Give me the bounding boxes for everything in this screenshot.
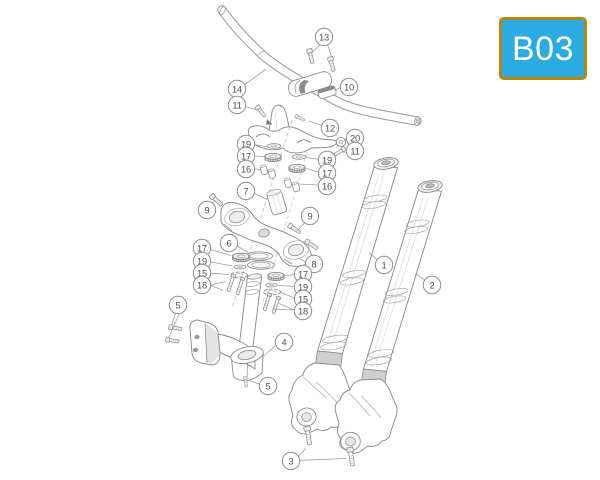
clamp-pinch-bolt (164, 336, 180, 345)
callout-11-left[interactable]: 11 (227, 95, 258, 115)
rubber-bushing-drawing (266, 188, 288, 216)
svg-text:19: 19 (322, 155, 332, 165)
top-triple-clamp-drawing (208, 192, 320, 267)
svg-text:9: 9 (205, 205, 210, 215)
clamp-bolt (326, 55, 337, 73)
svg-text:15: 15 (197, 268, 207, 278)
svg-text:3: 3 (289, 456, 294, 466)
callout-16-upper-right[interactable]: 16 (298, 176, 337, 196)
callout-12[interactable]: 12 (309, 118, 340, 138)
svg-text:4: 4 (282, 337, 287, 347)
handlebar-drawing (217, 5, 422, 127)
svg-text:19: 19 (298, 282, 308, 292)
svg-text:19: 19 (197, 256, 207, 266)
fork-leg-right-drawing (334, 180, 443, 467)
svg-text:16: 16 (322, 181, 332, 191)
callout-3[interactable]: 3 (281, 448, 347, 471)
callout-20[interactable]: 20 (343, 128, 365, 148)
callout-9-left[interactable]: 9 (197, 200, 217, 220)
handlebar-clamp-drawing (287, 47, 337, 99)
svg-text:18: 18 (197, 280, 207, 290)
diagram-code-label: B03 (512, 29, 574, 68)
riser-bolt (333, 145, 347, 158)
svg-text:14: 14 (232, 84, 242, 94)
svg-text:17: 17 (241, 151, 251, 161)
callout-1[interactable]: 1 (368, 252, 394, 275)
svg-text:12: 12 (325, 123, 335, 133)
callout-5-bottom[interactable]: 5 (249, 376, 278, 396)
svg-text:9: 9 (308, 211, 313, 221)
upper-washer-stacks-drawing (259, 143, 307, 216)
svg-text:8: 8 (312, 259, 317, 269)
callout-17-lower-left[interactable]: 17 (192, 238, 232, 258)
svg-text:1: 1 (382, 260, 387, 270)
svg-text:16: 16 (241, 164, 251, 174)
clamp-bottom-bolt (242, 376, 249, 388)
callout-14[interactable]: 14 (227, 68, 267, 99)
svg-text:7: 7 (244, 186, 249, 196)
callout-10[interactable]: 10 (333, 77, 359, 97)
bottom-triple-clamp-drawing (164, 319, 264, 388)
svg-text:13: 13 (319, 32, 329, 42)
svg-text:20: 20 (350, 133, 360, 143)
svg-text:11: 11 (232, 100, 241, 110)
riser-bolt (254, 104, 268, 119)
svg-text:11: 11 (350, 146, 359, 156)
svg-text:10: 10 (344, 82, 354, 92)
arrow-marker (266, 119, 273, 125)
callouts-layer: 13 14 11 10 12 20 11 (168, 27, 442, 471)
svg-text:17: 17 (298, 269, 308, 279)
svg-text:15: 15 (298, 294, 308, 304)
svg-text:5: 5 (176, 300, 181, 310)
callout-18-lower-left[interactable]: 18 (192, 275, 226, 295)
callout-18-lower-right[interactable]: 18 (272, 301, 313, 321)
diagram-code-badge: B03 (499, 17, 587, 80)
callout-9-right[interactable]: 9 (296, 206, 320, 232)
callout-5-top[interactable]: 5 (168, 295, 188, 338)
callout-16-upper-left[interactable]: 16 (236, 159, 262, 179)
callout-7[interactable]: 7 (236, 181, 268, 201)
callout-4[interactable]: 4 (261, 332, 294, 358)
svg-text:17: 17 (197, 243, 207, 253)
svg-text:19: 19 (241, 139, 251, 149)
svg-text:2: 2 (430, 280, 435, 290)
svg-text:5: 5 (266, 381, 271, 391)
clamp-pinch-bolt (167, 324, 183, 332)
callout-2[interactable]: 2 (415, 273, 442, 295)
svg-text:6: 6 (227, 238, 232, 248)
svg-text:17: 17 (322, 168, 332, 178)
callout-6[interactable]: 6 (219, 233, 249, 253)
fork-leg-left-drawing (288, 157, 399, 446)
small-screw (294, 113, 306, 123)
callout-13[interactable]: 13 (311, 27, 334, 58)
svg-text:18: 18 (298, 306, 308, 316)
callout-11-right[interactable]: 11 (342, 141, 365, 161)
